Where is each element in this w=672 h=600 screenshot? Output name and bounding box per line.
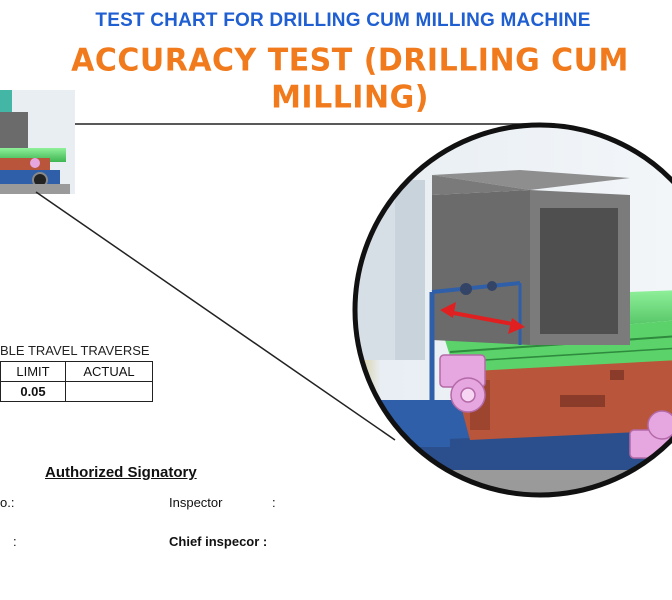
authorized-signatory-heading: Authorized Signatory xyxy=(45,464,197,481)
table-header-actual: ACTUAL xyxy=(65,361,153,382)
magnified-view xyxy=(355,125,672,495)
thumbnail-image xyxy=(0,90,75,194)
left-signature-label-1: o.: xyxy=(0,495,15,510)
table-cell-limit: 0.05 xyxy=(0,381,66,402)
inspector-colon: : xyxy=(272,495,276,510)
connector-line xyxy=(35,191,396,441)
chief-inspector-label: Chief inspecor : xyxy=(169,534,268,549)
accuracy-test-title: ACCURACY TEST (DRILLING CUM MILLING) xyxy=(71,42,629,116)
left-signature-label-2: : xyxy=(13,534,17,549)
magnify-circle-border xyxy=(352,122,672,498)
table-row: 0.05 xyxy=(0,381,153,402)
table-caption: BLE TRAVEL TRAVERSE xyxy=(0,343,150,358)
table-cell-actual[interactable] xyxy=(65,381,153,402)
chart-title: TEST CHART FOR DRILLING CUM MILLING MACH… xyxy=(95,10,591,31)
accuracy-table: LIMIT ACTUAL 0.05 xyxy=(0,361,153,402)
inspector-label: Inspector xyxy=(169,495,223,510)
table-header-row: LIMIT ACTUAL xyxy=(0,361,153,382)
table-header-limit: LIMIT xyxy=(0,361,66,382)
